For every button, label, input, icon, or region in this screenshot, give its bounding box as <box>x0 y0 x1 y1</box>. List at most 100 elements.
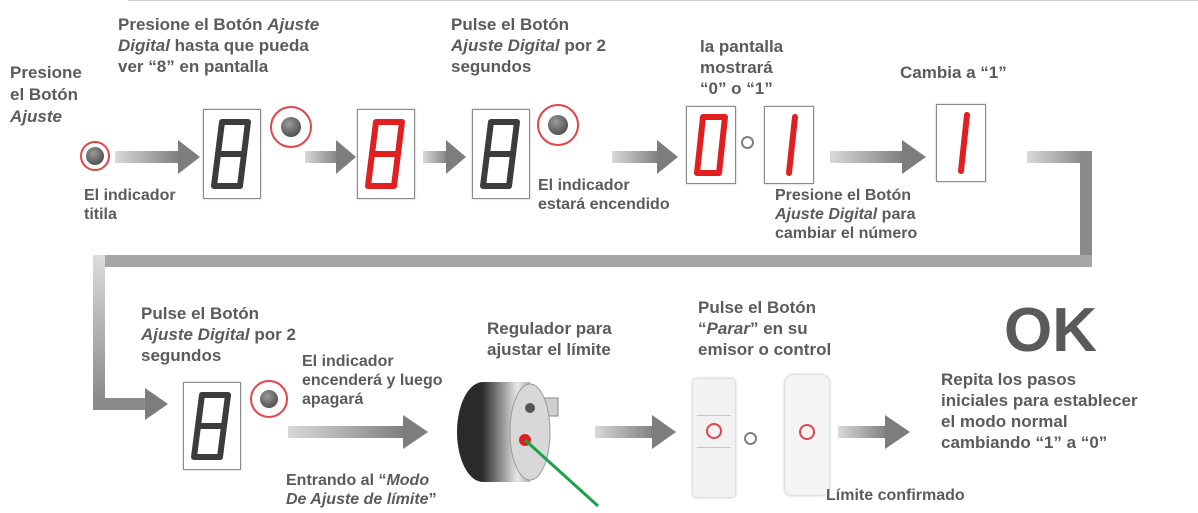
connector-down-left <box>93 255 105 400</box>
note4-post: para <box>877 206 916 223</box>
note6b-it1: Modo <box>386 472 430 489</box>
note6b-post: ” <box>428 491 437 508</box>
arrow-1 <box>115 140 200 174</box>
stop-button-ring-1[interactable] <box>706 423 722 439</box>
step8-line2: “Parar” en su <box>698 318 831 339</box>
arrow-4 <box>612 140 678 174</box>
step2-line2: Digital hasta que pueda <box>118 35 319 56</box>
button-core <box>86 147 104 165</box>
step4-line1: la pantalla <box>700 37 784 56</box>
step4-line3: “0” o “1” <box>700 79 773 98</box>
step1-line3: Ajuste <box>10 106 82 128</box>
note6b-line1: Entrando al “Modo <box>286 471 437 490</box>
ajuste-digital-button-2[interactable] <box>537 104 579 146</box>
step6-text: Pulse el Botón Ajuste Digital por 2 segu… <box>141 303 296 366</box>
step7-line1: Regulador para <box>487 319 612 338</box>
note6-line2: encenderá y luego <box>302 372 443 389</box>
ajuste-digital-button-1[interactable] <box>270 106 312 148</box>
step7-text: Regulador para ajustar el límite <box>487 318 612 360</box>
step2-pre1: Presione el Botón <box>118 15 268 34</box>
note3-line2: estará encendido <box>538 196 670 213</box>
step1-line1: Presione <box>10 63 82 82</box>
display-8-dark-2 <box>472 109 530 199</box>
note6-line3: apagará <box>302 391 364 408</box>
step6-line2: Ajuste Digital por 2 <box>141 324 296 345</box>
display-8-red <box>357 109 415 199</box>
button-core <box>281 117 301 137</box>
final-line1: Repita los pasos <box>941 370 1077 389</box>
note1-line1: El indicador <box>84 187 176 204</box>
arrow-5 <box>830 140 926 174</box>
ok-label: OK <box>1004 296 1097 365</box>
step6-line1: Pulse el Botón <box>141 304 260 323</box>
step8-line1: Pulse el Botón <box>698 298 817 317</box>
connector-back <box>93 255 1092 267</box>
stop-button-ring-2[interactable] <box>799 424 815 440</box>
note4-text: Presione el Botón Ajuste Digital para ca… <box>775 186 917 243</box>
step2-line1: Presione el Botón Ajuste <box>118 14 319 35</box>
button-core <box>260 390 278 408</box>
note6-line1: El indicador <box>302 353 394 370</box>
connector-down <box>1080 151 1092 266</box>
top-rule <box>128 0 1198 1</box>
remote-control-2[interactable] <box>785 375 829 495</box>
step4-text: la pantalla mostrará “0” o “1” <box>700 36 783 99</box>
arrow-8 <box>595 415 676 449</box>
note4-line3: cambiar el número <box>775 225 918 242</box>
note6b-pre: Entrando al “ <box>286 472 387 489</box>
arrow-7 <box>288 415 428 449</box>
step1-line2: el Botón <box>10 85 78 104</box>
final-line4: cambiando “1” a “0” <box>941 433 1108 452</box>
note3-line1: El indicador <box>538 177 630 194</box>
remote-divider-2 <box>697 447 731 448</box>
note6b-line2: De Ajuste de límite” <box>286 490 437 509</box>
note8-line1: Límite confirmado <box>826 487 965 504</box>
step2-text: Presione el Botón Ajuste Digital hasta q… <box>118 14 319 77</box>
step5-text: Cambia a “1” <box>900 62 1007 83</box>
step3-line1: Pulse el Botón <box>451 15 570 34</box>
final-line2: iniciales para establecer <box>941 391 1138 410</box>
step1-text: Presione el Botón Ajuste <box>10 62 82 128</box>
step3-italic: Ajuste Digital <box>451 36 560 55</box>
step6-post: por 2 <box>249 325 296 344</box>
limit-regulator-image[interactable] <box>448 372 608 512</box>
step7-line2: ajustar el límite <box>487 340 611 359</box>
final-text: Repita los pasos iniciales para establec… <box>941 369 1138 453</box>
arrow-3 <box>423 140 466 174</box>
final-line3: el modo normal <box>941 412 1068 431</box>
step8-italic: Parar <box>706 319 750 338</box>
step6-italic: Ajuste Digital <box>141 325 250 344</box>
arrow-2 <box>305 140 356 174</box>
or-circle-2 <box>744 432 757 445</box>
display-1-red-a <box>764 106 814 184</box>
connector-right <box>1027 151 1092 163</box>
step1-italic: Ajuste <box>10 107 62 126</box>
step8-line3: emisor o control <box>698 340 832 359</box>
note8-text: Límite confirmado <box>826 486 965 505</box>
note6-text: El indicador encenderá y luego apagará <box>302 352 443 409</box>
step2-it2: Digital <box>118 36 170 55</box>
display-8-dark-1 <box>203 109 261 199</box>
remote-control-1[interactable] <box>693 379 735 497</box>
step8-q2: ” en su <box>749 319 808 338</box>
step8-q1: “ <box>698 319 707 338</box>
step2-line3: ver “8” en pantalla <box>118 57 269 76</box>
step2-post2: hasta que pueda <box>169 36 309 55</box>
note1-text: El indicador titila <box>84 186 176 224</box>
note6b-it2: De Ajuste de límite <box>286 491 429 508</box>
step4-line2: mostrará <box>700 58 773 77</box>
ajuste-button[interactable] <box>80 141 110 171</box>
step3-text: Pulse el Botón Ajuste Digital por 2 segu… <box>451 14 606 77</box>
step3-line2: Ajuste Digital por 2 <box>451 35 606 56</box>
step3-line3: segundos <box>451 57 532 76</box>
display-8-dark-3 <box>183 382 241 470</box>
step2-it1: Ajuste <box>267 15 320 34</box>
note4-italic: Ajuste Digital <box>775 206 878 223</box>
ajuste-digital-button-3[interactable] <box>250 380 288 418</box>
step8-text: Pulse el Botón “Parar” en su emisor o co… <box>698 297 831 360</box>
or-circle-1 <box>741 136 754 149</box>
display-0-red <box>686 106 736 184</box>
note4-line2: Ajuste Digital para <box>775 205 917 224</box>
step3-post: por 2 <box>559 36 606 55</box>
